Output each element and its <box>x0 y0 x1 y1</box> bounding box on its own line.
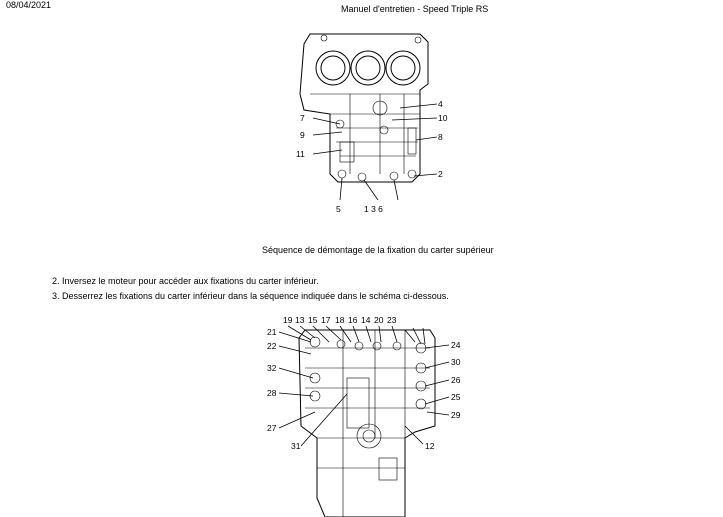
figure1-label-10: 10 <box>438 113 448 123</box>
figure2-label-27: 27 <box>267 423 277 433</box>
figure1-label-2: 2 <box>438 169 443 179</box>
step-3-text: 3. Desserrez les fixations du carter inf… <box>52 291 449 301</box>
step-2-text: 2. Inversez le moteur pour accéder aux f… <box>52 276 319 286</box>
figure1-label-4: 4 <box>438 99 443 109</box>
figure2-label-19: 19 <box>283 315 293 325</box>
figure2-label-31: 31 <box>291 441 301 451</box>
header-title: Manuel d'entretien - Speed Triple RS <box>341 4 489 14</box>
figure2-label-26: 26 <box>451 375 461 385</box>
figure2-label-13: 13 <box>295 315 305 325</box>
figure1-caption: Séquence de démontage de la fixation du … <box>262 245 494 255</box>
figure2-label-12: 12 <box>425 441 435 451</box>
figure2-label-28: 28 <box>267 388 277 398</box>
figure2-label-32: 32 <box>267 363 277 373</box>
lower-crankcase-diagram: 19 13 15 17 18 16 14 20 23 21 22 32 28 2… <box>267 315 461 517</box>
header-date: 08/04/2021 <box>6 0 52 10</box>
figure2-label-20: 20 <box>374 315 384 325</box>
figure2-label-15: 15 <box>308 315 318 325</box>
figure2-label-25: 25 <box>451 392 461 402</box>
figure2-label-29: 29 <box>451 410 461 420</box>
figure2-label-14: 14 <box>361 315 371 325</box>
figure2-label-23: 23 <box>387 315 397 325</box>
figure1-label-5: 5 <box>336 204 341 214</box>
figure2-label-21: 21 <box>267 327 277 337</box>
lower-crankcase-outline <box>298 329 436 517</box>
figure2-label-17: 17 <box>321 315 331 325</box>
crankcase-outline <box>299 33 429 183</box>
figure1-label-11: 11 <box>296 149 305 159</box>
figure1-label-9: 9 <box>300 130 305 140</box>
figure1-label-8: 8 <box>438 132 443 142</box>
upper-crankcase-diagram: 4 10 8 7 9 11 2 5 1 3 6 <box>296 33 448 214</box>
figure1-label-7: 7 <box>300 113 305 123</box>
figure2-label-18: 18 <box>335 315 345 325</box>
figure1-label-1-3-6: 1 3 6 <box>364 204 383 214</box>
figure2-label-24: 24 <box>451 340 461 350</box>
figure2-label-16: 16 <box>348 315 358 325</box>
figure2-label-30: 30 <box>451 357 461 367</box>
figure2-label-22: 22 <box>267 341 277 351</box>
